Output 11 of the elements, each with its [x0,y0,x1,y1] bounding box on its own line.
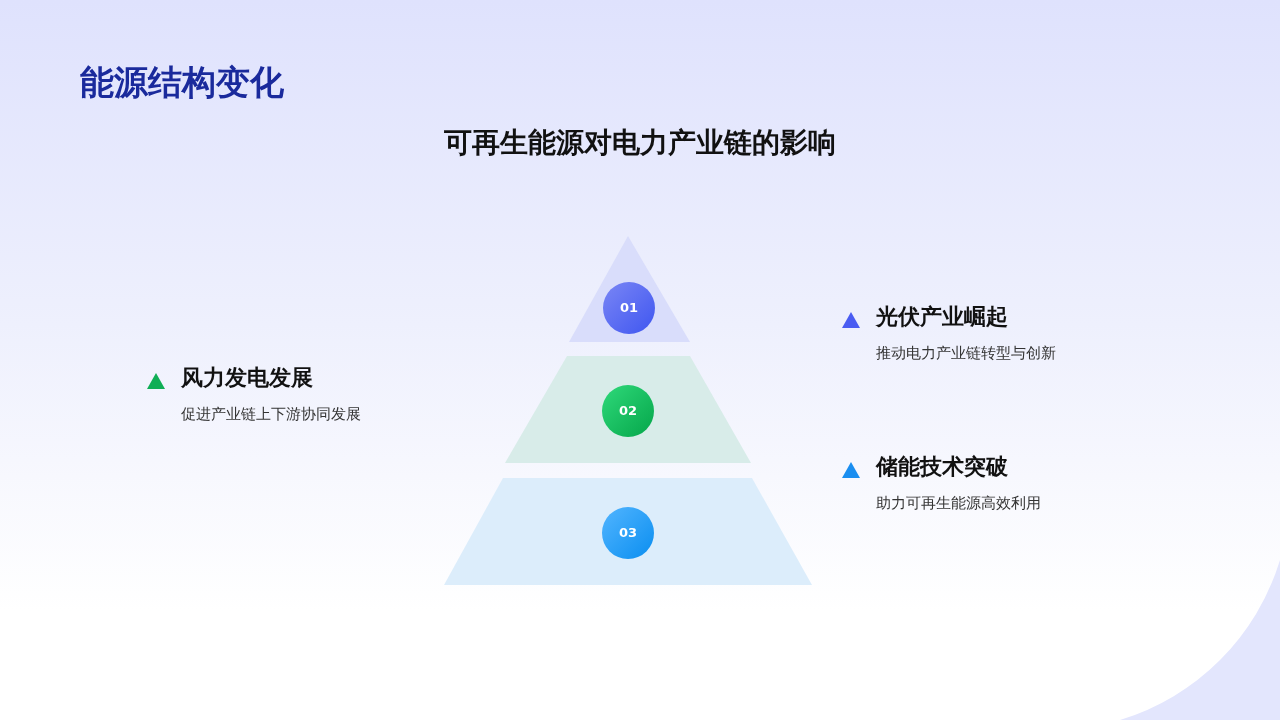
item-description: 推动电力产业链转型与创新 [876,344,1056,363]
item-description: 促进产业链上下游协同发展 [181,405,361,424]
pyramid-tier [504,356,752,464]
pyramid-tier [566,236,692,343]
page-title: 能源结构变化 [80,61,284,104]
item-description: 助力可再生能源高效利用 [876,494,1041,513]
item-heading: 储能技术突破 [876,453,1008,481]
subtitle: 可再生能源对电力产业链的影响 [443,125,837,161]
item-heading: 风力发电发展 [181,364,313,392]
item-heading: 光伏产业崛起 [876,303,1008,331]
pyramid-tier [443,478,813,586]
